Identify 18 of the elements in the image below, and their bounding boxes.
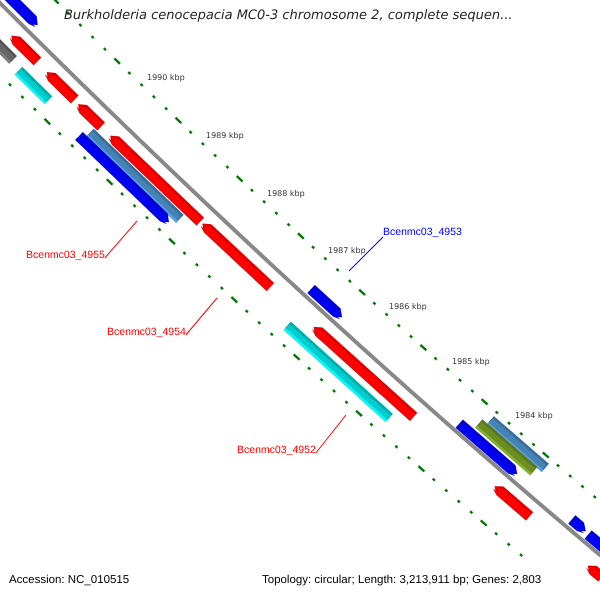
tick-label: 1986 kbp	[389, 302, 427, 311]
leader-line	[348, 236, 384, 272]
tick-label: 1989 kbp	[206, 131, 244, 140]
leader-line	[104, 220, 138, 258]
footer-text: Topology: circular; Length: 3,213,911 bp; Genes: 2,803	[262, 574, 542, 586]
tick-label: 1987 kbp	[328, 246, 366, 255]
gene-label: Bcenmc03_4955	[26, 249, 105, 261]
title: Burkholderia cenocepacia MC0-3 chromosome 2, complete sequen...	[64, 8, 512, 23]
tick-label: 1988 kbp	[267, 189, 305, 198]
gene-label: Bcenmc03_4953	[383, 226, 462, 238]
leader-line	[185, 298, 218, 336]
tick-label: 1985 kbp	[452, 357, 490, 366]
gene-label: Bcenmc03_4954	[107, 326, 186, 338]
tick-label: 1984 kbp	[515, 411, 553, 420]
gene-label: Bcenmc03_4952	[237, 444, 316, 456]
footer-text: Accession: NC_010515	[9, 574, 130, 586]
tick-label: 1990 kbp	[147, 73, 185, 82]
leader-line	[315, 414, 346, 454]
